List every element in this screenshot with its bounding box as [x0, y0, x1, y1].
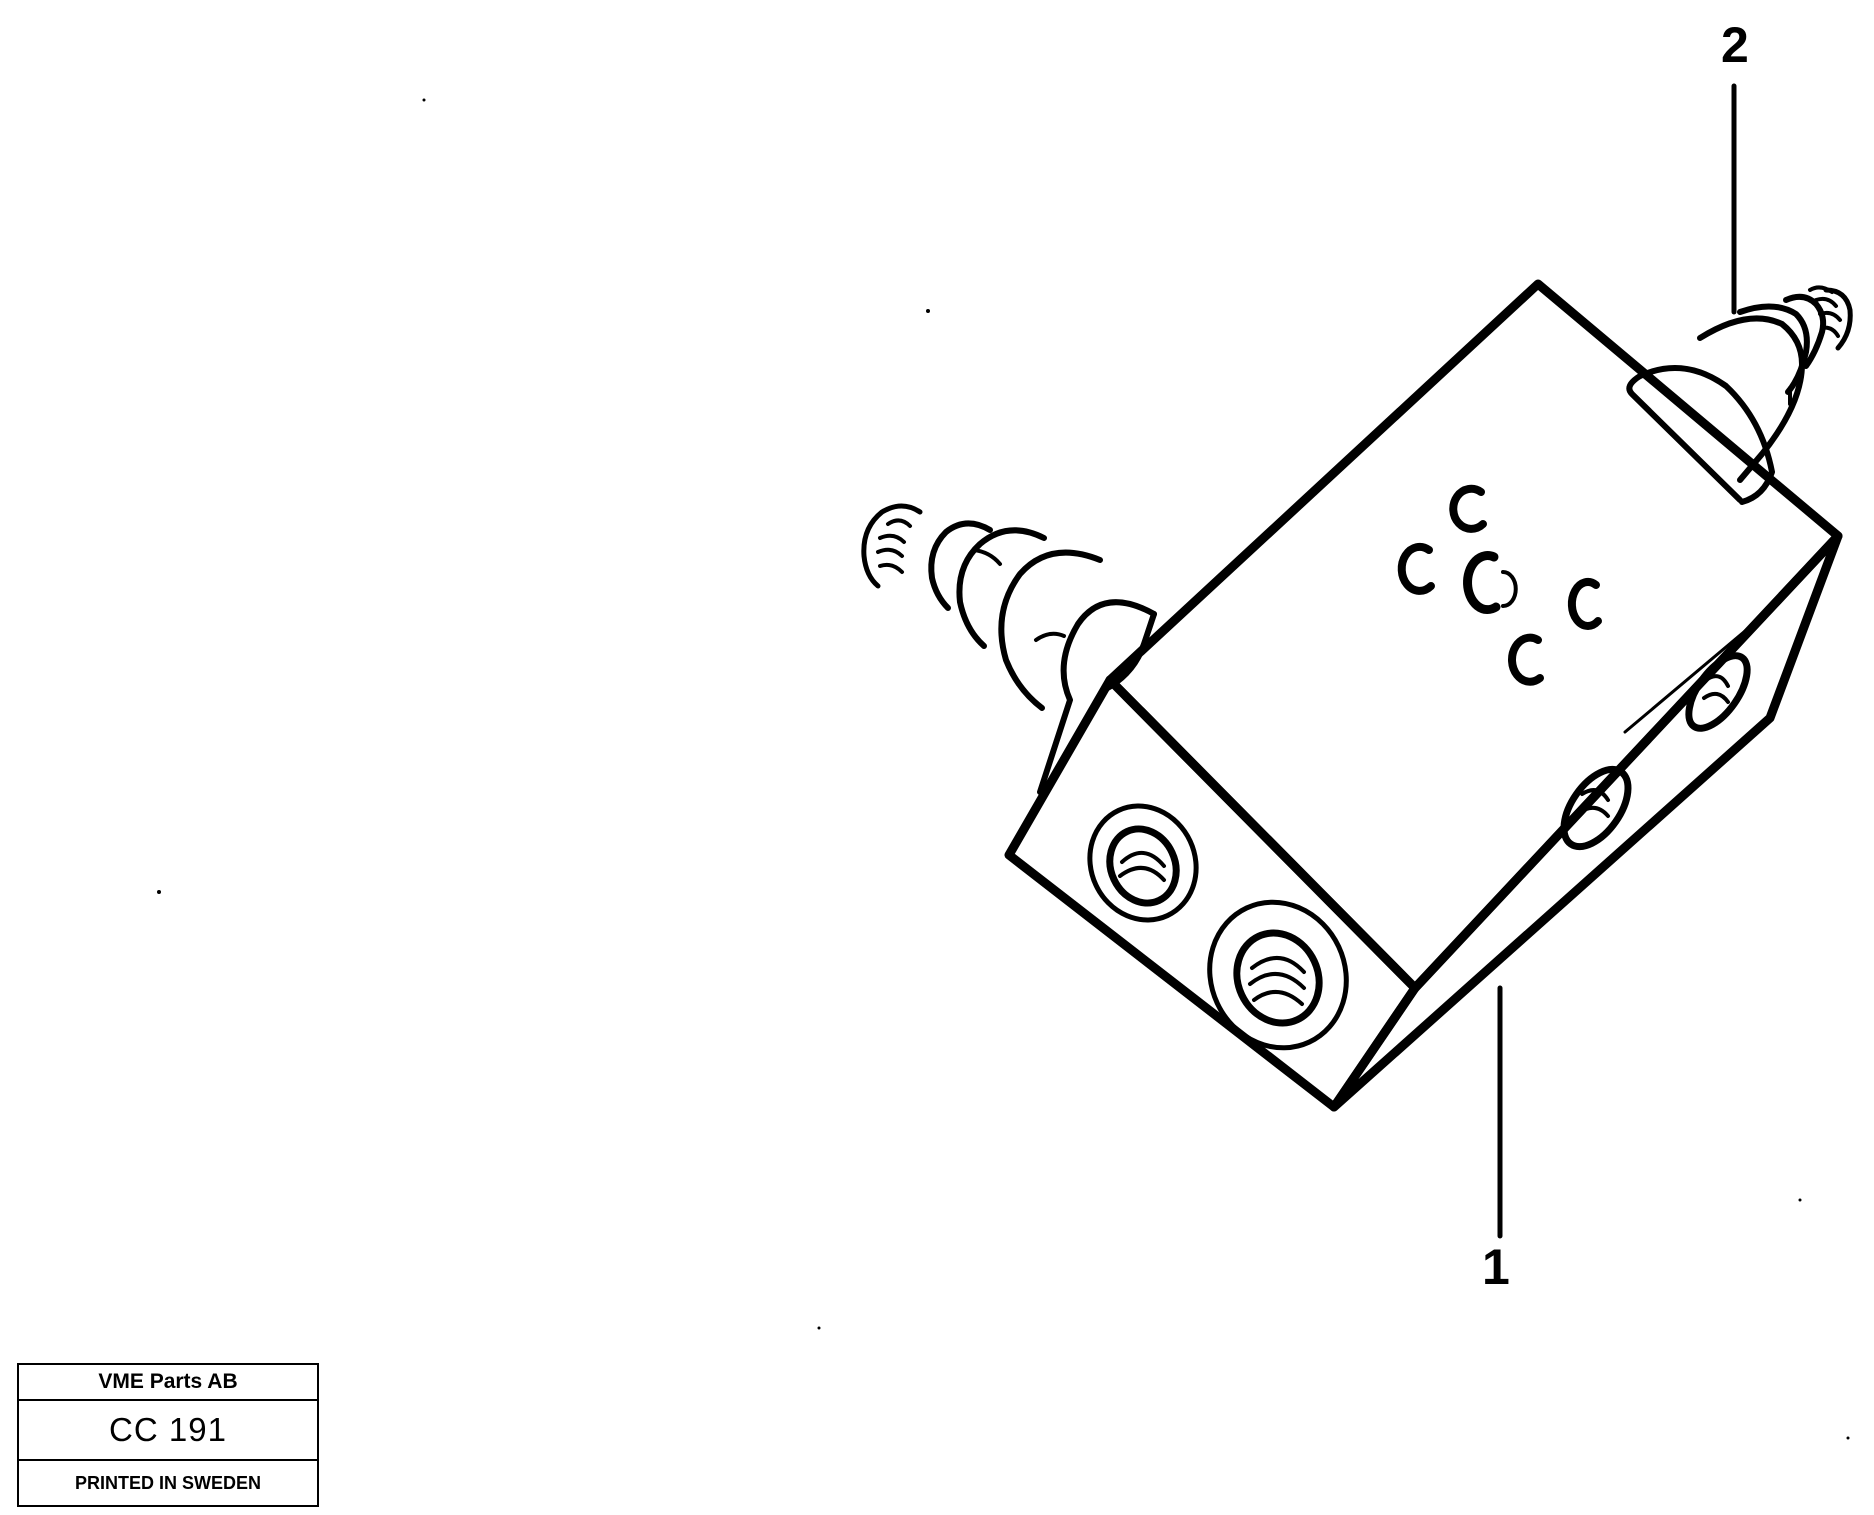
front-port-lower — [1207, 899, 1349, 1051]
title-block-printed-note: PRINTED IN SWEDEN — [74, 1472, 261, 1493]
valve-body — [1004, 279, 1843, 1112]
title-block-drawing-code: CC 191 — [19, 1401, 317, 1461]
scan-speckles — [157, 98, 1850, 1440]
sensor-fitting-left — [861, 503, 1157, 795]
sensor-fitting-top — [1626, 285, 1853, 505]
valve-body-right-face — [1329, 531, 1843, 1112]
top-face-ports — [1397, 484, 1602, 686]
leader-lines — [1497, 83, 1737, 1239]
callout-label-2: 2 — [1721, 17, 1749, 73]
valve-body-front-face — [1004, 675, 1420, 1112]
callout-label-1: 1 — [1482, 1239, 1510, 1295]
side-port-middle — [1560, 765, 1632, 851]
title-block: VME Parts AB CC 191 PRINTED IN SWEDEN — [17, 1363, 319, 1507]
side-port-right — [1685, 652, 1751, 732]
title-block-company: VME Parts AB — [19, 1365, 317, 1401]
right-face-edge-line — [1623, 608, 1772, 734]
front-port-upper — [1087, 803, 1199, 923]
